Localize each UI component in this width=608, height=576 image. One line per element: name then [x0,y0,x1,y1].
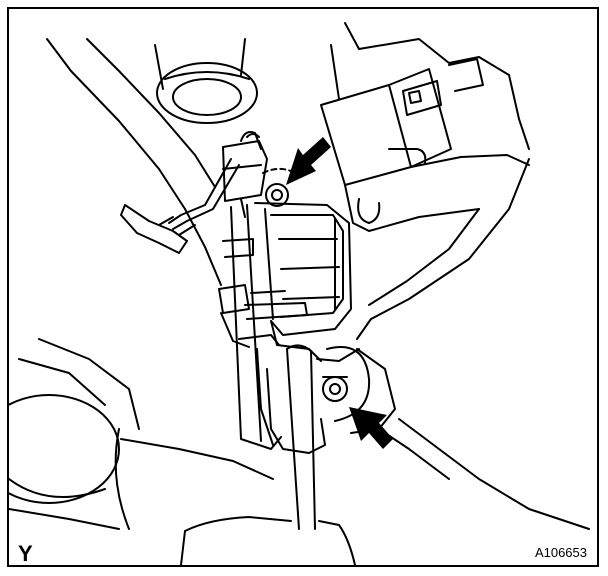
arrow-icon [349,407,393,449]
wire-harness [168,131,262,230]
pedal-arm [286,344,316,530]
switch-assembly [218,140,371,454]
left-body-panel [46,38,222,286]
view-label: Y [18,541,33,566]
figure-code: A106653 [534,545,587,560]
floor-panel [114,348,590,565]
right-body-panel [356,158,530,340]
lower-bolt [322,376,348,402]
figure-frame: Y A106653 [7,7,599,567]
callout-arrow-upper [286,137,331,185]
upper-right-connector [320,22,530,232]
upper-round-boss [154,38,258,124]
technical-drawing [9,22,590,565]
callout-arrow-lower [349,407,393,449]
lower-left-boss [9,338,140,530]
arrow-icon [286,137,331,185]
